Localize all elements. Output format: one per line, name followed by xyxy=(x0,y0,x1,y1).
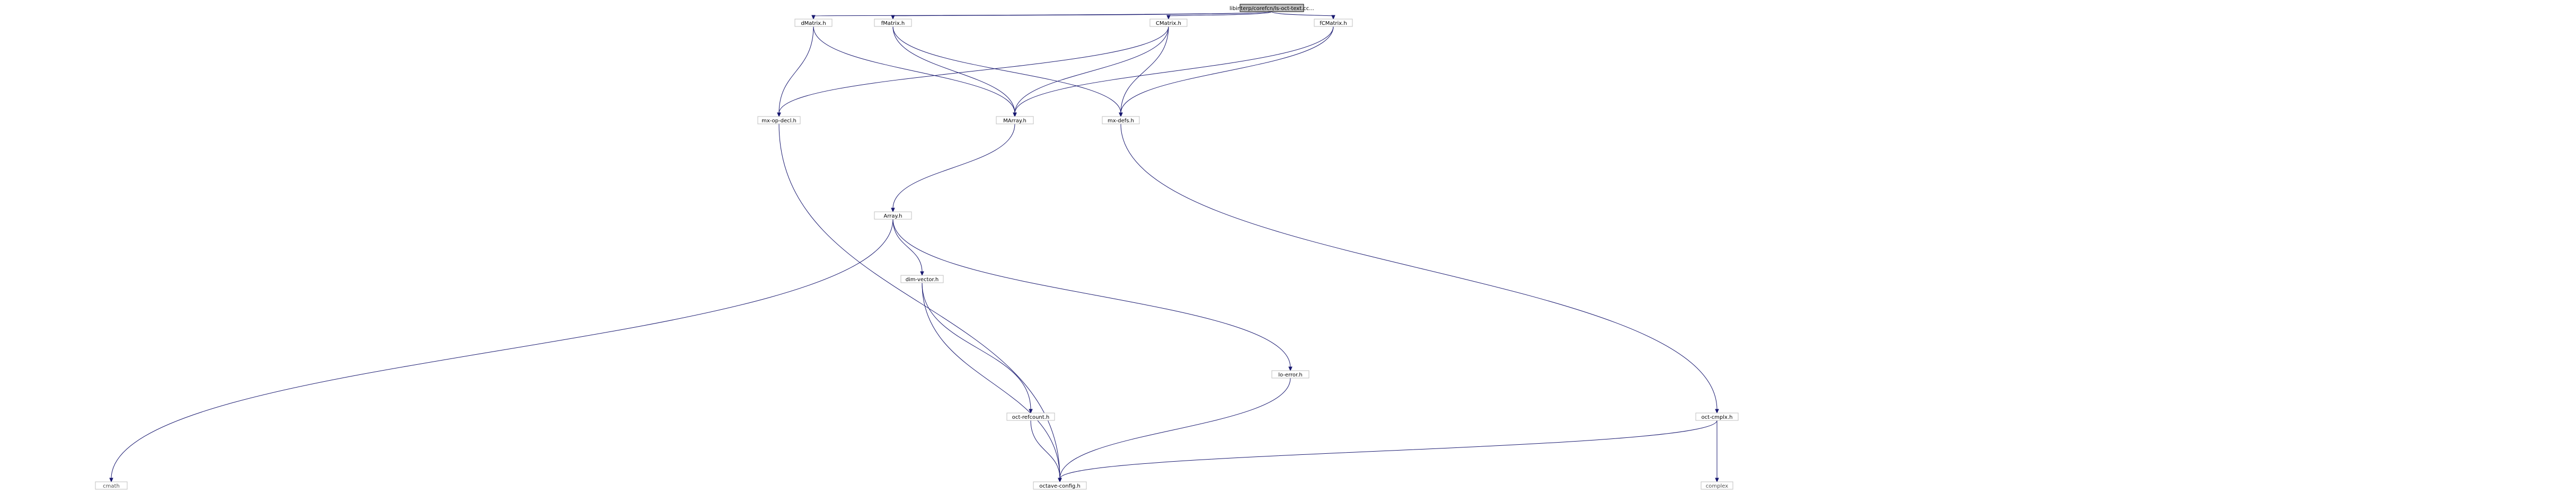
edge-n_array-to-n_lo_error xyxy=(892,219,1293,372)
node-label: cmath xyxy=(103,483,120,489)
edge-n_dmatrix-to-n_mx_op_decl xyxy=(777,26,814,118)
node-label: libinterp/corefcn/ls-oct-text.cc... xyxy=(1229,6,1314,12)
edge-n_dim_vector-to-n_oct_refcount xyxy=(922,282,1033,414)
node-label: fMatrix.h xyxy=(881,21,905,26)
node-label: Array.h xyxy=(883,213,902,219)
node-root[interactable]: libinterp/corefcn/ls-oct-text.cc... xyxy=(1229,4,1314,12)
edge-n_oct_cmplx-to-n_octave_config xyxy=(1058,420,1718,483)
edge-root-to-n_cmatrix xyxy=(1166,11,1272,20)
node-label: dim-vector.h xyxy=(906,277,939,283)
node-n-octave-config[interactable]: octave-config.h xyxy=(1033,481,1087,490)
node-label: CMatrix.h xyxy=(1156,21,1181,26)
node-n-mx-op-decl[interactable]: mx-op-decl.h xyxy=(757,116,801,124)
node-label: mx-defs.h xyxy=(1108,118,1134,124)
node-label: complex xyxy=(1706,483,1728,489)
edge-n_array-to-n_cmath xyxy=(109,219,893,483)
node-n-lo-error[interactable]: lo-error.h xyxy=(1271,370,1309,379)
node-n-array[interactable]: Array.h xyxy=(874,211,912,220)
node-label: MArray.h xyxy=(1003,118,1026,124)
edge-n_array-to-n_dim_vector xyxy=(892,219,924,276)
node-n-fcmatrix[interactable]: fCMatrix.h xyxy=(1314,19,1353,27)
edge-n_marray-to-n_array xyxy=(891,123,1015,213)
node-label: fCMatrix.h xyxy=(1320,21,1347,26)
edge-n_cmatrix-to-n_mx_op_decl xyxy=(777,26,1169,118)
edge-n_mx_defs-to-n_oct_cmplx xyxy=(1120,123,1719,414)
node-label: oct-cmplx.h xyxy=(1702,415,1733,420)
node-n-marray[interactable]: MArray.h xyxy=(996,116,1034,124)
node-label: lo-error.h xyxy=(1278,372,1303,378)
node-n-dim-vector[interactable]: dim-vector.h xyxy=(900,275,944,283)
graph-nodes: libinterp/corefcn/ls-oct-text.cc... CMat… xyxy=(95,4,1739,490)
node-n-mx-defs[interactable]: mx-defs.h xyxy=(1102,116,1140,124)
node-n-oct-cmplx[interactable]: oct-cmplx.h xyxy=(1695,412,1739,421)
edge-root-to-n_fcmatrix xyxy=(1271,11,1335,20)
edge-n_cmatrix-to-n_mx_defs xyxy=(1119,26,1169,118)
edge-n_fmatrix-to-n_marray xyxy=(892,26,1017,118)
edge-n_cmatrix-to-n_marray xyxy=(1013,26,1169,118)
edge-n_dmatrix-to-n_marray xyxy=(813,26,1017,118)
node-label: octave-config.h xyxy=(1039,483,1080,489)
edge-n_mx_op_decl-to-n_octave_config xyxy=(778,123,1062,483)
node-label: oct-refcount.h xyxy=(1012,415,1049,420)
edge-n_dim_vector-to-n_octave_config xyxy=(922,282,1062,483)
node-label: dMatrix.h xyxy=(801,21,826,26)
node-n-cmath[interactable]: cmath xyxy=(95,481,128,490)
edge-n_fmatrix-to-n_mx_defs xyxy=(892,26,1123,118)
node-label: mx-op-decl.h xyxy=(762,118,796,124)
edge-n_lo_error-to-n_octave_config xyxy=(1058,378,1291,483)
node-n-dmatrix[interactable]: dMatrix.h xyxy=(794,19,833,27)
edge-n_fcmatrix-to-n_mx_defs xyxy=(1119,26,1334,118)
node-n-complex[interactable]: complex xyxy=(1701,481,1733,490)
edge-root-to-n_fmatrix xyxy=(891,11,1272,20)
node-n-oct-refcount[interactable]: oct-refcount.h xyxy=(1006,412,1055,421)
edge-n_oct_cmplx-to-n_complex xyxy=(1715,420,1719,483)
edge-n_fcmatrix-to-n_marray xyxy=(1013,26,1334,118)
node-n-fmatrix[interactable]: fMatrix.h xyxy=(874,19,912,27)
edge-n_oct_refcount-to-n_octave_config xyxy=(1030,420,1062,483)
node-n-cmatrix[interactable]: CMatrix.h xyxy=(1149,19,1188,27)
graph-edges xyxy=(109,11,1719,483)
